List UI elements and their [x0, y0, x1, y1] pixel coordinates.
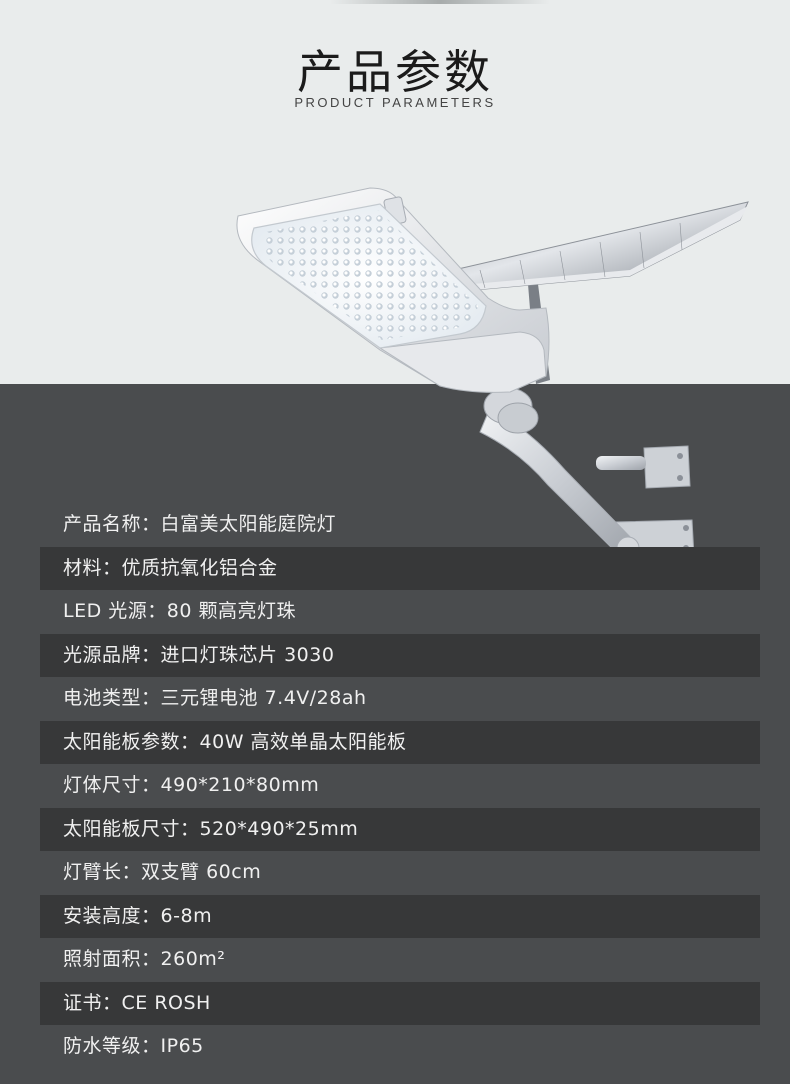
page-title: 产品参数 [297, 45, 493, 99]
param-separator: ： [180, 730, 200, 753]
param-separator: ： [141, 774, 161, 796]
param-row-solar-panel-spec: 太阳能板参数：40W 高效单晶太阳能板 [40, 720, 760, 764]
param-separator: ： [141, 643, 161, 666]
param-separator: ： [141, 687, 161, 709]
param-row-light-brand: 光源品牌：进口灯珠芯片 3030 [40, 633, 760, 677]
param-row-led-source: LED 光源：80 颗高亮灯珠 [40, 590, 760, 634]
param-row-arm-length: 灯臂长：双支臂 60cm [40, 851, 760, 895]
param-label: 防水等级 [63, 1035, 142, 1057]
param-label: 安装高度 [63, 904, 142, 927]
param-row-solar-panel-size: 太阳能板尺寸：520*490*25mm [40, 807, 760, 851]
solar-panel-icon [444, 201, 749, 293]
param-label: 证书 [63, 991, 103, 1014]
param-value: 520*490*25mm [199, 817, 359, 840]
parameter-list: 产品名称：白富美太阳能庭院灯 材料：优质抗氧化铝合金 LED 光源：80 颗高亮… [40, 503, 760, 1069]
param-row-install-height: 安装高度：6-8m [40, 894, 760, 938]
param-value: 80 颗高亮灯珠 [166, 600, 296, 622]
param-row-lamp-size: 灯体尺寸：490*210*80mm [40, 764, 760, 808]
param-separator: ： [141, 513, 161, 535]
lamp-head-icon [236, 187, 550, 393]
param-separator: ： [141, 1035, 161, 1057]
param-separator: ： [180, 817, 200, 840]
param-row-coverage-area: 照射面积：260m² [40, 938, 760, 982]
param-separator: ： [121, 861, 142, 883]
param-separator: ： [141, 904, 161, 927]
param-value: IP65 [160, 1035, 204, 1057]
param-label: 产品名称 [63, 513, 142, 535]
param-value: 进口灯珠芯片 3030 [160, 643, 335, 666]
param-label: 太阳能板尺寸 [63, 817, 181, 840]
param-row-battery-type: 电池类型：三元锂电池 7.4V/28ah [40, 677, 760, 721]
param-label: 照射面积 [63, 948, 142, 970]
param-separator: ： [141, 948, 161, 970]
param-label: 电池类型 [63, 687, 142, 709]
lamp-joint-icon [483, 387, 539, 434]
param-value: CE ROSH [121, 991, 211, 1014]
param-separator: ： [102, 556, 122, 579]
param-row-material: 材料：优质抗氧化铝合金 [40, 546, 760, 590]
param-value: 优质抗氧化铝合金 [121, 556, 278, 579]
param-row-product-name: 产品名称：白富美太阳能庭院灯 [40, 503, 760, 547]
param-row-certificate: 证书：CE ROSH [40, 981, 760, 1025]
param-value: 260m² [160, 948, 226, 970]
param-value: 双支臂 60cm [141, 861, 262, 883]
param-value: 三元锂电池 7.4V/28ah [160, 687, 367, 709]
page-subtitle: PRODUCT PARAMETERS [294, 95, 496, 110]
param-label: LED 光源 [63, 600, 148, 622]
param-label: 灯臂长 [63, 861, 122, 883]
param-value: 490*210*80mm [160, 774, 320, 796]
param-separator: ： [102, 991, 122, 1014]
param-value: 白富美太阳能庭院灯 [160, 513, 337, 535]
top-edge-shadow [330, 0, 550, 4]
param-row-waterproof-rating: 防水等级：IP65 [40, 1025, 760, 1069]
param-label: 太阳能板参数 [63, 730, 181, 753]
param-value: 6-8m [160, 904, 213, 927]
param-label: 灯体尺寸 [63, 774, 142, 796]
param-label: 材料 [63, 556, 103, 579]
param-separator: ： [147, 600, 167, 622]
param-value: 40W 高效单晶太阳能板 [199, 730, 407, 753]
param-label: 光源品牌 [63, 643, 142, 666]
